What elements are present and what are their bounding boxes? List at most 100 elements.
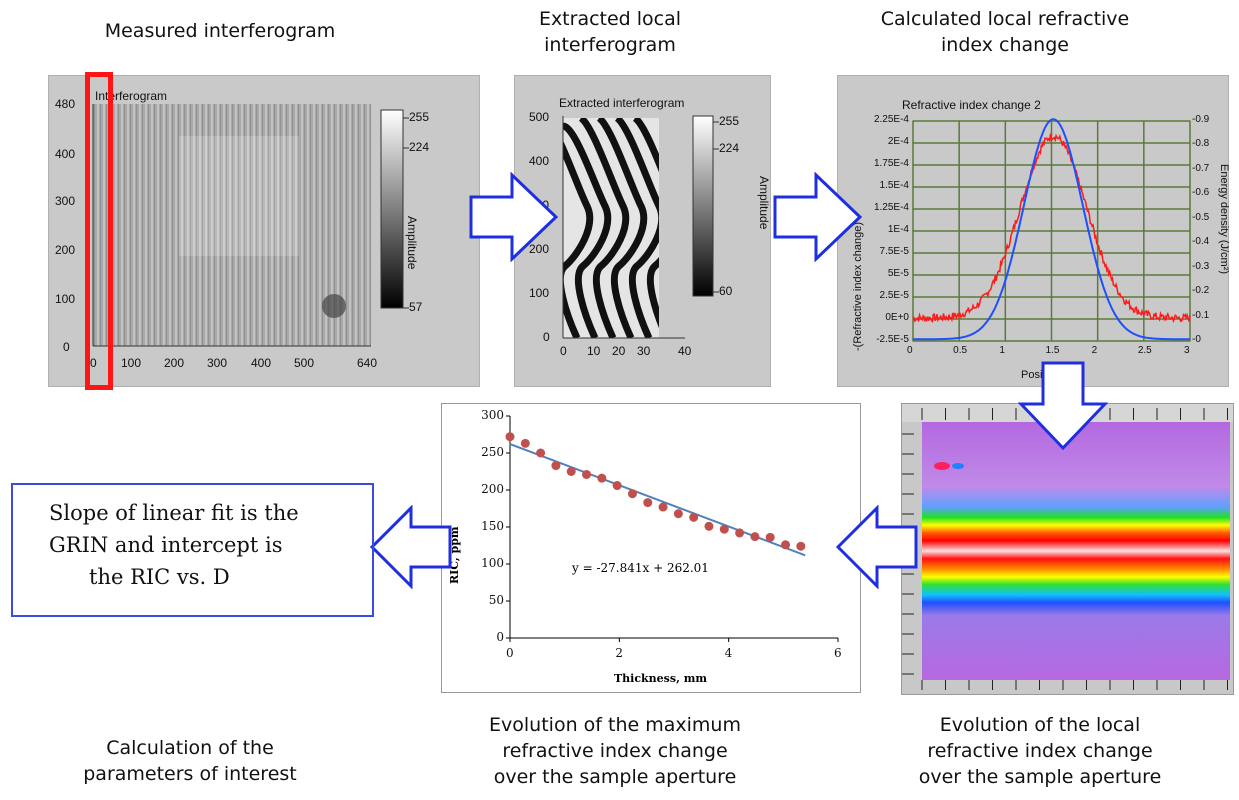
x-tick: 2.5	[1137, 345, 1152, 356]
arrow-right-icon	[773, 172, 863, 262]
selection-highlight	[85, 72, 113, 390]
y-right-tick: -0.6	[1192, 187, 1210, 199]
x-tick: 0	[90, 356, 97, 370]
y-right-tick: -0.8	[1192, 138, 1210, 150]
data-point	[750, 532, 760, 542]
data-point	[673, 509, 683, 519]
y-tick: 200	[55, 243, 76, 257]
x-tick: 4	[724, 646, 733, 660]
ric-panel: Refractive index change 2 -(Refractive i…	[837, 75, 1230, 387]
interferogram-graphic	[92, 104, 409, 347]
x-tick: 500	[294, 356, 315, 370]
y-right-tick: -0.1	[1192, 309, 1210, 321]
y-tick: 150	[481, 519, 504, 533]
data-point	[566, 467, 576, 476]
data-point	[689, 512, 699, 522]
caption-line: Calculation of the	[106, 737, 274, 759]
caption-line: refractive index change	[927, 740, 1153, 762]
caption-line: refractive index change	[502, 740, 728, 762]
extracted-graphic	[562, 115, 719, 339]
caption-evolution-local: Evolution of the local refractive index …	[880, 712, 1200, 790]
scatter-plot	[505, 415, 839, 642]
caption-line: Evolution of the maximum	[489, 714, 741, 736]
x-tick: 2	[1091, 345, 1098, 356]
colorbar-label: 60	[719, 284, 733, 298]
y-right-tick: -0.4	[1192, 236, 1210, 248]
y-tick: 0	[496, 630, 504, 644]
y-tick: 1E-4	[887, 224, 909, 235]
y-tick: 100	[55, 292, 76, 306]
data-point	[520, 438, 530, 448]
x-tick: 400	[251, 356, 272, 370]
y-tick: 300	[481, 408, 504, 422]
y-right-tick: -0.5	[1192, 211, 1210, 223]
y-tick: 480	[55, 97, 76, 111]
x-tick: 3	[1184, 345, 1190, 356]
arrow-left-icon	[835, 505, 918, 589]
x-tick: 0	[907, 345, 913, 356]
data-point	[643, 498, 653, 508]
x-tick: 30	[637, 344, 651, 358]
evolution-heatmap	[902, 404, 1233, 690]
y-tick: 400	[529, 154, 550, 168]
data-point	[551, 461, 561, 471]
ric-graphic	[912, 118, 1191, 342]
colorbar-label: 224	[409, 140, 430, 154]
arrow-right-icon	[469, 172, 559, 262]
y-tick: 2.5E-5	[879, 290, 909, 301]
extracted-title: Extracted interferogram	[559, 96, 685, 110]
y-tick: 500	[529, 110, 550, 124]
slope-line: the RIC vs. D	[89, 565, 230, 589]
y-tick: 2E-4	[887, 136, 909, 147]
data-point	[796, 541, 806, 551]
y-right-tick: -0.2	[1192, 285, 1210, 297]
energy-density-curve	[913, 118, 1190, 341]
caption-extracted-interferogram: Extracted local interferogram	[490, 6, 730, 58]
measured-ric-curve	[912, 133, 1191, 324]
y-tick: 100	[481, 556, 504, 570]
x-tick: 10	[587, 344, 601, 358]
linear-fit-line	[509, 443, 806, 557]
y-tick: 200	[529, 242, 550, 256]
data-point	[612, 481, 622, 491]
data-point	[781, 540, 791, 550]
x-tick: 20	[612, 344, 626, 358]
data-point	[719, 524, 729, 534]
evolution-heatmap-panel	[901, 403, 1234, 695]
x-tick: 0	[506, 646, 514, 660]
data-point	[765, 532, 775, 542]
data-point	[735, 528, 745, 538]
y-tick: 2.25E-4	[873, 114, 909, 125]
caption-line: over the sample aperture	[493, 766, 737, 788]
y-tick: 0	[63, 340, 70, 354]
caption-line: Extracted local	[538, 8, 682, 30]
slope-line: GRIN and intercept is	[49, 533, 283, 557]
caption-measured-interferogram: Measured interferogram	[104, 20, 336, 42]
data-point	[704, 521, 714, 531]
data-point	[505, 432, 515, 442]
slope-line: Slope of linear fit is the	[49, 501, 299, 525]
y-tick: 0E+0	[885, 312, 909, 323]
colorbar-label: 255	[719, 114, 740, 128]
x-tick: 200	[164, 356, 185, 370]
interferogram-panel: Interferogram 480 400 300 200 100 0 0 10…	[48, 75, 480, 387]
caption-line: interferogram	[544, 34, 676, 56]
data-point	[582, 469, 592, 479]
colorbar-title: Amplitude	[405, 216, 419, 270]
y-tick: 1.75E-4	[873, 158, 909, 169]
y-tick: 7.5E-5	[879, 246, 909, 257]
y-tick: 50	[488, 593, 504, 607]
caption-line: over the sample aperture	[918, 766, 1162, 788]
y-tick: 0	[543, 330, 550, 344]
caption-line: Evolution of the local	[939, 714, 1141, 736]
y-tick: 400	[55, 147, 76, 161]
arrow-left-icon	[369, 505, 452, 589]
caption-parameters: Calculation of the parameters of interes…	[70, 735, 310, 787]
scatter-xlabel: Thickness, mm	[614, 672, 708, 685]
y-tick: 250	[481, 445, 504, 459]
colorbar-label: 57	[409, 300, 423, 314]
y-right-tick: -0.9	[1192, 114, 1210, 125]
x-tick: 300	[207, 356, 228, 370]
colorbar-title: Amplitude	[757, 176, 771, 230]
